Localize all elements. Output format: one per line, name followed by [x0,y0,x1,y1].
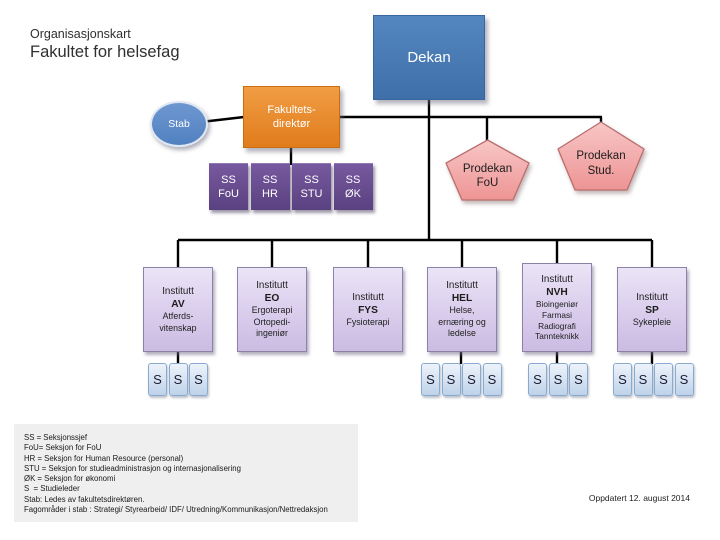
node-stab: Stab [150,101,208,147]
studieleder-box: S [548,363,568,396]
prodekan-fou-label: Prodekan FoU [445,139,530,201]
inst-fys-name: Institutt [352,291,384,303]
slide-title: Organisasjonskart Fakultet for helsefag [30,26,180,62]
node-institutt-sp: Institutt SP Sykepleie [617,267,687,352]
studieleder-box: S [528,363,547,396]
inst-hel-code: HEL [451,293,473,305]
studieleder-box: S [421,363,440,396]
legend-line-fou: FoU= Seksjon for FoU [24,443,102,453]
node-institutt-hel: Institutt HEL Helse, ernæring og ledelse [427,267,497,352]
inst-av-code: AV [171,299,185,310]
legend-line-s: S = Studieleder [24,484,80,494]
inst-fys-code: FYS [358,304,378,316]
ss-stu-top: SS [304,174,319,186]
title-kicker: Organisasjonskart [30,27,131,41]
inst-eo-desc: ingeniør [256,328,288,339]
prodekan-stud-line2: Stud. [587,164,615,177]
studieleder-box: S [462,363,481,396]
ss-fou-bottom: FoU [218,188,239,200]
studieleder-box: S [633,363,653,396]
inst-av-desc: vitenskap [159,322,197,333]
ss-ok-top: SS [345,174,361,186]
node-ss-stu: SS STU [292,163,331,210]
studieleder-box: S [482,363,502,396]
inst-nvh-desc: Farmasi [542,309,572,320]
inst-nvh-desc: Radiografi [538,320,576,331]
node-fakultetsdirektor: Fakultets- direktør [243,86,340,148]
inst-sp-name: Institutt [636,291,668,303]
node-ss-ok: SS ØK [333,163,373,210]
prodekan-fou-line1: Prodekan [462,162,513,175]
inst-fys-desc: Fysioterapi [346,316,390,327]
inst-hel-name: Institutt [446,280,478,292]
node-institutt-fys: Institutt FYS Fysioterapi [333,267,403,352]
node-dekan-label: Dekan [407,49,451,66]
legend-line-ss: SS = Seksjonssjef [24,433,88,442]
inst-sp-desc: Sykepleie [632,316,672,327]
node-ss-hr: SS HR [250,163,290,210]
studieleder-group-hel: S S S S [421,363,502,396]
node-stab-label: Stab [168,118,190,130]
ss-fou-top: SS [221,174,236,186]
node-fd-label-line2: direktør [272,118,311,130]
studieleder-box: S [654,363,673,396]
studieleder-box: S [168,363,188,396]
legend-line-hr: HR = Seksjon for Human Resource (persona… [24,453,184,463]
legend-line-stab: Stab: Ledes av fakultetsdirektøren. [24,494,145,504]
legend-line-stu: STU = Seksjon for studieadministrasjon o… [24,463,241,473]
ss-hr-top: SS [262,174,278,186]
inst-av-name: Institutt [162,286,194,297]
pentagon-shape [445,139,530,201]
node-prodekan-stud: Prodekan Stud. [557,121,645,191]
inst-nvh-code: NVH [546,286,568,298]
updated-date: Oppdatert 12. august 2014 [588,493,690,503]
ss-sections-row: SS FoU SS HR SS STU SS ØK [209,163,373,210]
studieleder-box: S [613,363,632,396]
studieleder-box: S [674,363,694,396]
inst-hel-desc: Helse, [449,305,475,316]
inst-hel-desc: ernæring og [438,316,486,327]
inst-eo-code: EO [264,293,280,305]
node-institutt-eo: Institutt EO Ergoterapi Ortopedi- ingeni… [237,267,307,352]
inst-av-desc: Atferds- [162,311,194,321]
studieleder-box: S [189,363,208,396]
studieleder-group-nvh: S S S [528,363,588,396]
studieleder-box: S [148,363,167,396]
legend-box: SS = Seksjonssjef FoU= Seksjon for FoU H… [14,424,358,522]
node-ss-fou: SS FoU [209,163,248,210]
studieleder-group-sp: S S S S [613,363,694,396]
pentagon-shape [557,121,645,191]
inst-eo-desc: Ergoterapi [251,305,293,316]
node-fd-label-line1: Fakultets- [267,104,316,116]
node-institutt-nvh: Institutt NVH Bioingeniør Farmasi Radiog… [522,263,592,352]
inst-nvh-desc: Bioingeniør [536,298,578,309]
node-institutt-av: Institutt AV Atferds- vitenskap [143,267,213,352]
prodekan-fou-line2: FoU [476,177,499,189]
ss-stu-bottom: STU [300,188,323,200]
inst-eo-desc: Ortopedi- [253,316,291,327]
inst-eo-name: Institutt [256,280,288,292]
inst-hel-desc: ledelse [448,328,476,339]
ss-hr-bottom: HR [262,188,278,200]
studieleder-box: S [441,363,461,396]
studieleder-box: S [569,363,588,396]
inst-nvh-desc: Tannteknikk [535,331,579,342]
ss-ok-bottom: ØK [345,188,361,200]
inst-sp-code: SP [645,304,659,316]
inst-nvh-name: Institutt [541,273,573,285]
title-main: Fakultet for helsefag [30,43,180,61]
prodekan-stud-label: Prodekan Stud. [557,121,645,191]
studieleder-group-av: S S S [148,363,208,396]
connector [200,115,245,124]
legend-line-ok: ØK = Seksjon for økonomi [24,474,116,484]
prodekan-stud-line1: Prodekan [576,150,626,162]
legend-line-fagomrader: Fagområder i stab : Strategi/ Styrearbei… [24,505,328,515]
node-prodekan-fou: Prodekan FoU [445,139,530,201]
node-dekan: Dekan [373,15,485,100]
